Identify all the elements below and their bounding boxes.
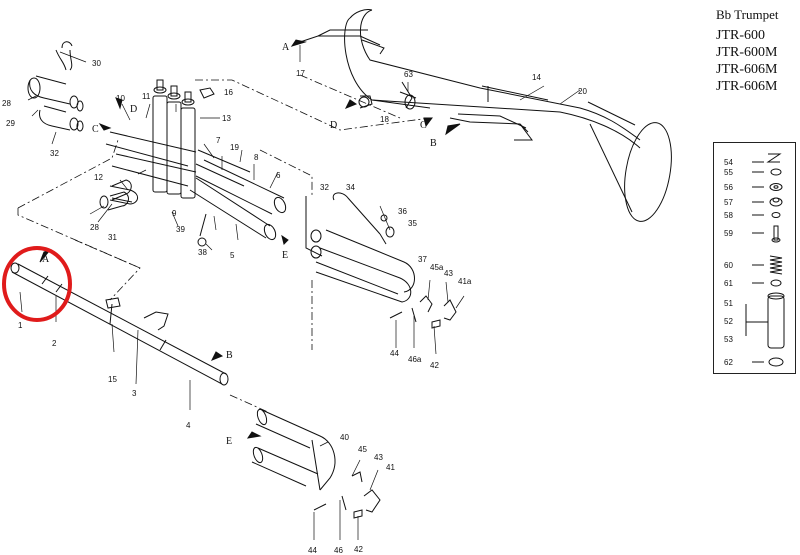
callout-17: 17 — [296, 69, 305, 78]
callout-41: 41 — [386, 463, 395, 472]
legend-62: 62 — [724, 358, 733, 367]
letter-e-upper: E — [282, 250, 288, 261]
callout-37: 37 — [418, 255, 427, 264]
callout-45: 45 — [358, 445, 367, 454]
callout-10: 10 — [116, 94, 125, 103]
letter-a-lower: A — [42, 254, 50, 265]
letter-d-right: D — [330, 120, 337, 131]
bell-section — [344, 9, 672, 222]
callout-45a: 45a — [430, 263, 444, 272]
callout-44-lower: 44 — [308, 546, 317, 555]
callout-8: 8 — [254, 153, 259, 162]
callout-44-upper: 44 — [390, 349, 399, 358]
leader-lines — [19, 45, 581, 540]
letter-c-right: C — [420, 120, 427, 131]
slide-hardware — [313, 295, 457, 519]
part-16 — [199, 87, 215, 99]
callout-12: 12 — [94, 173, 103, 182]
callout-40: 40 — [340, 433, 349, 442]
callout-63: 63 — [404, 70, 413, 79]
legend-56: 56 — [724, 183, 733, 192]
tuning-slide-upper — [27, 41, 84, 132]
first-slide — [305, 192, 415, 303]
brace-17 — [299, 29, 385, 55]
title-model-1: JTR-600 — [716, 28, 765, 43]
callout-42-lower: 42 — [354, 545, 363, 554]
letter-d-left: D — [130, 104, 137, 115]
callout-36: 36 — [398, 207, 407, 216]
legend-54: 54 — [724, 158, 733, 167]
callout-9: 9 — [172, 209, 177, 218]
callout-1: 1 — [18, 321, 23, 330]
legend-60: 60 — [724, 261, 733, 270]
highlight-circle — [2, 246, 72, 322]
title-instrument: Bb Trumpet — [716, 7, 779, 22]
legend-59: 59 — [724, 229, 733, 238]
part-18 — [358, 95, 373, 109]
third-slide — [251, 408, 336, 491]
letter-b-upper: B — [430, 138, 437, 149]
callout-numbers: 1 2 3 4 5 6 7 8 9 10 11 12 13 14 15 16 1… — [2, 59, 587, 555]
title-model-3: JTR-606M — [716, 62, 778, 77]
arrow-letters: A A B B C C D D E E — [42, 42, 437, 447]
legend-61: 61 — [724, 279, 733, 288]
letter-b-lower: B — [226, 350, 233, 361]
letter-a-upper: A — [282, 42, 290, 53]
leadpipe — [10, 262, 229, 386]
callout-43-lower: 43 — [374, 453, 383, 462]
legend-51: 51 — [724, 299, 733, 308]
title-block: Bb Trumpet JTR-600 JTR-600M JTR-606M JTR… — [716, 6, 779, 95]
letter-e-lower: E — [226, 436, 232, 447]
callout-3: 3 — [132, 389, 137, 398]
callout-34: 34 — [346, 183, 355, 192]
callout-35: 35 — [408, 219, 417, 228]
callout-30: 30 — [92, 59, 101, 68]
callout-18: 18 — [380, 115, 389, 124]
callout-28-upper: 28 — [2, 99, 11, 108]
callout-19: 19 — [230, 143, 239, 152]
callout-46a: 46a — [408, 355, 422, 364]
legend-58: 58 — [724, 211, 733, 220]
callout-16: 16 — [224, 88, 233, 97]
legend-53: 53 — [724, 335, 733, 344]
callout-29: 29 — [6, 119, 15, 128]
legend-parts — [745, 153, 785, 367]
letter-c-left: C — [92, 124, 99, 135]
legend-52: 52 — [724, 317, 733, 326]
title-model-2: JTR-600M — [716, 45, 778, 60]
callout-5: 5 — [230, 251, 235, 260]
callout-38: 38 — [198, 248, 207, 257]
callout-31: 31 — [108, 233, 117, 242]
brace-3 — [143, 311, 169, 331]
callout-11: 11 — [142, 92, 151, 101]
callout-39: 39 — [176, 225, 185, 234]
arrows — [39, 39, 461, 439]
legend-57: 57 — [724, 198, 733, 207]
callout-2: 2 — [52, 339, 57, 348]
legend-55: 55 — [724, 168, 733, 177]
callout-32-left: 32 — [50, 149, 59, 158]
callout-13: 13 — [222, 114, 231, 123]
callout-46: 46 — [334, 546, 343, 555]
connector-lines — [17, 74, 431, 413]
callout-43-upper: 43 — [444, 269, 453, 278]
part-31-28 — [99, 179, 132, 211]
callout-20: 20 — [578, 87, 587, 96]
callout-32-right: 32 — [320, 183, 329, 192]
callout-4: 4 — [186, 421, 191, 430]
callout-7: 7 — [216, 136, 221, 145]
callout-6: 6 — [276, 171, 281, 180]
callout-15: 15 — [108, 375, 117, 384]
callout-42-upper: 42 — [430, 361, 439, 370]
valve-parts-box — [713, 142, 796, 374]
title-model-4: JTR-606M — [716, 79, 778, 94]
callout-28-lower: 28 — [90, 223, 99, 232]
legend-numbers: 54 55 56 57 58 59 60 61 51 52 53 62 — [724, 158, 733, 367]
callout-14: 14 — [532, 73, 541, 82]
brace-lower — [449, 113, 533, 141]
callout-41a: 41a — [458, 277, 472, 286]
